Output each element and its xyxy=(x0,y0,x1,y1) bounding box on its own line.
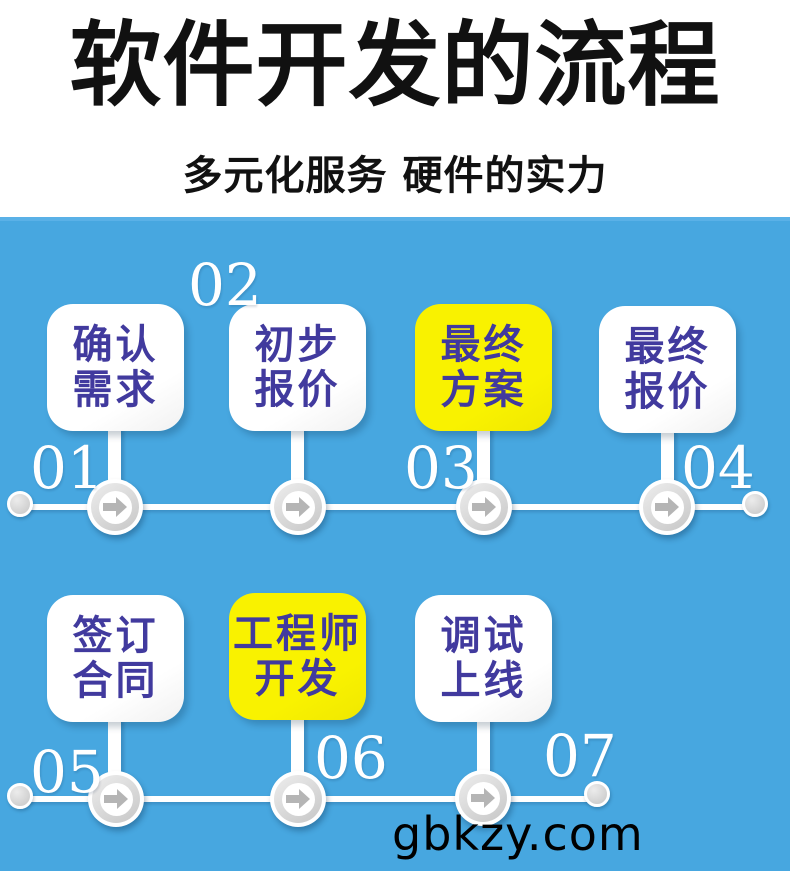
endpoint-dot-row2-right xyxy=(584,781,610,807)
node-ring xyxy=(274,775,322,823)
step-box-3: 最终 方案 xyxy=(415,304,552,431)
step-box-1: 确认 需求 xyxy=(47,304,184,431)
step-label: 调试 xyxy=(440,612,527,659)
timeline-node-3 xyxy=(456,479,512,535)
timeline-node-4 xyxy=(639,479,695,535)
timeline-node-5 xyxy=(88,771,144,827)
step-label: 签订 xyxy=(72,612,159,659)
node-core xyxy=(98,490,132,524)
step-number-4: 04 xyxy=(681,434,755,502)
right-arrow-icon xyxy=(286,497,310,517)
step-label: 确认 xyxy=(72,321,159,368)
step-number-3: 03 xyxy=(404,434,478,502)
right-arrow-icon xyxy=(472,497,496,517)
right-arrow-icon xyxy=(471,788,495,808)
node-ring xyxy=(459,774,507,822)
step-box-7: 调试 上线 xyxy=(415,595,552,722)
right-arrow-icon xyxy=(103,497,127,517)
watermark-text: gbkzy.com xyxy=(392,807,644,861)
right-arrow-icon xyxy=(286,789,310,809)
node-ring xyxy=(91,483,139,531)
timeline-row1 xyxy=(23,504,758,510)
step-box-2: 初步 报价 xyxy=(229,304,366,431)
page-title: 软件开发的流程 xyxy=(69,12,721,119)
node-core xyxy=(99,782,133,816)
step-label: 上线 xyxy=(440,657,527,704)
step-label: 方案 xyxy=(440,366,527,413)
node-core xyxy=(466,781,500,815)
node-core xyxy=(281,782,315,816)
node-ring xyxy=(92,775,140,823)
step-label: 合同 xyxy=(72,657,159,704)
endpoint-dot-row2-left xyxy=(7,783,33,809)
node-core xyxy=(281,490,315,524)
node-ring xyxy=(274,483,322,531)
node-core xyxy=(650,490,684,524)
node-ring xyxy=(643,483,691,531)
node-ring xyxy=(460,483,508,531)
step-label: 最终 xyxy=(624,323,711,370)
right-arrow-icon xyxy=(655,497,679,517)
step-label: 报价 xyxy=(254,366,341,413)
timeline-node-7 xyxy=(455,770,511,826)
step-number-6: 06 xyxy=(314,724,388,792)
node-core xyxy=(467,490,501,524)
step-number-2: 02 xyxy=(188,251,262,319)
step-label: 需求 xyxy=(72,366,159,413)
step-number-5: 05 xyxy=(30,738,104,806)
step-label: 开发 xyxy=(254,655,341,702)
step-box-5: 签订 合同 xyxy=(47,595,184,722)
endpoint-dot-row1-right xyxy=(742,491,768,517)
endpoint-dot-row1-left xyxy=(7,491,33,517)
timeline-node-1 xyxy=(87,479,143,535)
timeline-node-6 xyxy=(270,771,326,827)
step-number-7: 07 xyxy=(543,722,617,790)
step-box-6: 工程师 开发 xyxy=(229,593,366,720)
step-label: 初步 xyxy=(254,321,341,368)
step-number-1: 01 xyxy=(30,434,104,502)
step-box-4: 最终 报价 xyxy=(599,306,736,433)
header: 软件开发的流程 多元化服务 硬件的实力 xyxy=(0,0,790,217)
step-label: 最终 xyxy=(440,321,527,368)
flowchart-canvas: 确认 需求 初步 报价 最终 方案 最终 报价 签订 合同 工程师 开发 调试 … xyxy=(0,217,790,871)
page-subtitle: 多元化服务 硬件的实力 xyxy=(182,153,608,199)
step-label: 工程师 xyxy=(233,610,362,657)
timeline-node-2 xyxy=(270,479,326,535)
step-label: 报价 xyxy=(624,368,711,415)
right-arrow-icon xyxy=(104,789,128,809)
